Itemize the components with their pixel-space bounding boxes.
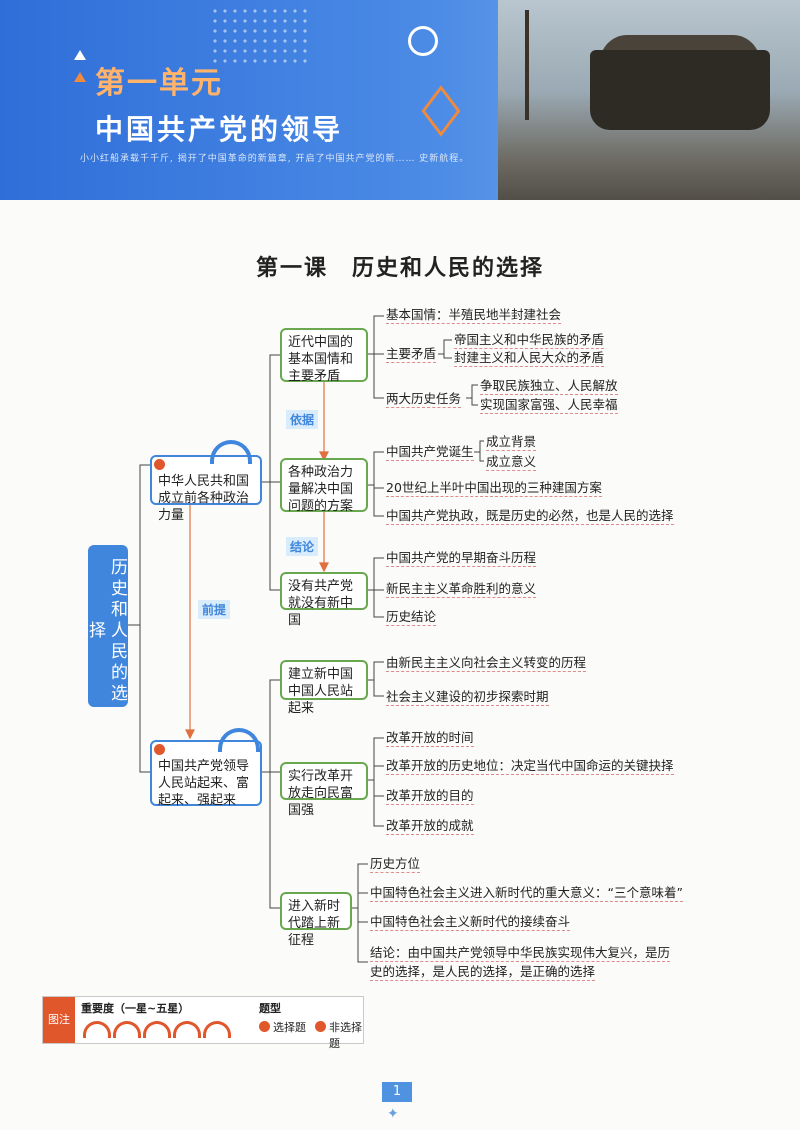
leaf-e2: 改革开放的历史地位：决定当代中国命运的关键抉择: [386, 758, 674, 775]
node-label: 中国共产党领导人民站起来、富起来、强起来: [158, 759, 250, 808]
leaf-c3: 历史结论: [386, 609, 437, 626]
banner-handwriting: 小小红船承载千千斤, 揭开了中国革命的新篇章, 开启了中国共产党的新…… 史新航…: [80, 154, 470, 164]
unit-title: 中国共产党的领导: [95, 113, 344, 146]
leaf-e4: 改革开放的成就: [386, 818, 474, 835]
tag-conclusion: 结论: [286, 537, 319, 556]
leaf-f1: 历史方位: [370, 856, 421, 873]
leaf-a1: 基本国情：半殖民地半封建社会: [386, 307, 562, 324]
node-new-era: 进入新时代踏上新征程: [280, 892, 352, 948]
node-no-cpc-no-china: 没有共产党就没有新中国: [280, 572, 368, 628]
leaf-e3: 改革开放的目的: [386, 788, 474, 805]
mindmap-root: 历史和人民的选择: [85, 545, 128, 707]
leaf-e1: 改革开放的时间: [386, 730, 474, 747]
legend-choice: 选择题: [273, 1021, 306, 1034]
nonchoice-question-icon: [315, 1021, 326, 1032]
leaf-a3: 两大历史任务: [386, 391, 462, 408]
choice-question-icon: [154, 744, 165, 755]
node-reform-opening: 实行改革开放走向民富国强: [280, 762, 368, 818]
node-label: 建立新中国 中国人民站起来: [288, 667, 354, 716]
leaf-f3: 中国特色社会主义新时代的接续奋斗: [370, 914, 571, 931]
leaf-a2-2: 封建主义和人民大众的矛盾: [454, 350, 605, 367]
leaf-b3: 中国共产党执政，既是历史的必然，也是人民的选择: [386, 508, 674, 525]
triangle-accent-icon: [74, 72, 86, 82]
choice-question-icon: [259, 1021, 270, 1032]
leaf-d1: 由新民主主义向社会主义转变的历程: [386, 655, 587, 672]
node-cpc-leads: 中国共产党领导人民站起来、富起来、强起来: [150, 740, 262, 808]
node-label: 各种政治力量解决中国问题的方案: [288, 465, 354, 514]
bird-icon: ✦: [387, 1106, 399, 1122]
unit-banner: 第一单元 中国共产党的领导 小小红船承载千千斤, 揭开了中国革命的新篇章, 开启…: [0, 0, 800, 200]
ring-icon: [408, 26, 438, 56]
legend-importance: 重要度（一星~五星）: [81, 1002, 190, 1015]
leaf-d2: 社会主义建设的初步探索时期: [386, 689, 549, 706]
legend-box: 图注 重要度（一星~五星） 题型 选择题 非选择题: [42, 996, 364, 1050]
star3-icon: [143, 1021, 171, 1038]
boat-mast: [525, 10, 529, 120]
leaf-f2: 中国特色社会主义进入新时代的重大意义：“三个意味着”: [370, 885, 683, 902]
node-label: 中华人民共和国成立前各种政治力量: [158, 474, 250, 523]
leaf-a2-1: 帝国主义和中华民族的矛盾: [454, 332, 605, 349]
node-political-plans: 各种政治力量解决中国问题的方案: [280, 458, 368, 514]
leaf-f4a: 结论：由中国共产党领导中华民族实现伟大复兴，是历: [370, 945, 671, 962]
leaf-a3-1: 争取民族独立、人民解放: [480, 378, 618, 395]
leaf-b1-1: 成立背景: [486, 434, 537, 451]
page-number: 1: [382, 1082, 412, 1102]
node-label: 实行改革开放走向民富国强: [288, 769, 354, 818]
dot-pattern: [210, 6, 310, 66]
leaf-a3-2: 实现国家富强、人民幸福: [480, 397, 618, 414]
legend-nonchoice: 非选择题: [329, 1021, 362, 1050]
leaf-f4b: 史的选择，是人民的选择，是正确的选择: [370, 964, 596, 981]
leaf-c1: 中国共产党的早期奋斗历程: [386, 550, 537, 567]
tag-premise: 前提: [198, 600, 231, 619]
leaf-b1: 中国共产党诞生: [386, 444, 474, 461]
importance-gauge-icon: [210, 440, 252, 464]
star4-icon: [173, 1021, 201, 1038]
star1-icon: [83, 1021, 111, 1038]
leaf-b1-2: 成立意义: [486, 454, 537, 471]
triangle-icon: [74, 50, 86, 60]
unit-label: 第一单元: [95, 66, 223, 101]
leaf-c2: 新民主主义革命胜利的意义: [386, 581, 537, 598]
node-label: 近代中国的基本国情和主要矛盾: [288, 335, 354, 384]
lesson-title: 第一课 历史和人民的选择: [255, 255, 544, 281]
node-found-prc: 建立新中国 中国人民站起来: [280, 660, 368, 716]
star2-icon: [113, 1021, 141, 1038]
boat-hull: [590, 50, 770, 130]
node-label: 进入新时代踏上新征程: [288, 899, 341, 948]
star5-icon: [203, 1021, 231, 1038]
tag-basis: 依据: [286, 410, 319, 429]
leaf-b2: 20世纪上半叶中国出现的三种建国方案: [386, 480, 602, 497]
legend-badge: 图注: [43, 997, 75, 1043]
node-label: 没有共产党就没有新中国: [288, 579, 354, 628]
node-basic-conditions: 近代中国的基本国情和主要矛盾: [280, 328, 368, 384]
importance-gauge-icon: [218, 728, 260, 752]
leaf-a2: 主要矛盾: [386, 346, 437, 363]
choice-question-icon: [154, 459, 165, 470]
legend-qtype: 题型: [259, 1002, 281, 1015]
